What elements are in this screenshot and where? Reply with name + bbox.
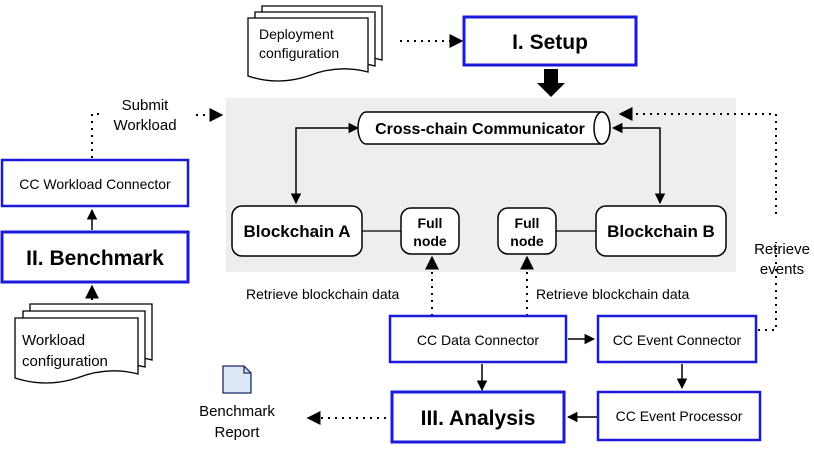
benchmark-box — [0, 230, 190, 284]
full-node-a-line2: node — [413, 233, 447, 249]
data-connector-box — [388, 314, 568, 364]
deployment-config-line1: Deployment — [259, 26, 334, 42]
full-node-a-line1: Full — [418, 215, 443, 231]
full-node-b-line1: Full — [515, 215, 540, 231]
workload-config-line1: Workload — [22, 332, 85, 349]
event-processor-label: CC Event Processor — [616, 408, 743, 424]
workload-config-doc: Workload configuration — [14, 303, 153, 384]
submit-path — [91, 113, 104, 158]
submit-workload-line2: Workload — [113, 117, 176, 134]
full-node-b-line2: node — [510, 233, 544, 249]
workload-connector-label: CC Workload Connector — [19, 176, 171, 192]
comm-blockchain-a-arrow — [290, 122, 360, 205]
setup-down-arrow — [537, 69, 565, 97]
analysis-box — [390, 390, 566, 444]
cc-communicator: Cross-chain Communicator — [357, 111, 611, 145]
cc-communicator-label: Cross-chain Communicator — [375, 121, 585, 138]
event-connector-box — [596, 314, 758, 364]
event-connector-label: CC Event Connector — [613, 332, 742, 348]
event-processor-box — [596, 390, 762, 442]
retrieve-events-line2: events — [760, 261, 804, 278]
benchmark-report-line1: Benchmark — [199, 403, 275, 420]
submit-workload-line1: Submit — [122, 97, 170, 114]
deployment-config-line2: configuration — [259, 45, 339, 61]
retrieve-data-right-label: Retrieve blockchain data — [536, 286, 690, 302]
deployment-config-doc: Deployment configuration — [247, 5, 383, 82]
blockchain-b-label: Blockchain B — [607, 222, 715, 241]
benchmark-report-line2: Report — [214, 424, 260, 441]
workload-connector-box — [0, 158, 190, 208]
data-connector-label: CC Data Connector — [417, 332, 540, 348]
report-doc-icon — [222, 365, 252, 394]
benchmark-label: II. Benchmark — [26, 247, 164, 270]
blockchain-a-label: Blockchain A — [243, 222, 350, 241]
retrieve-data-left-label: Retrieve blockchain data — [246, 286, 400, 302]
analysis-label: III. Analysis — [421, 407, 536, 430]
blockchain-b-box — [595, 205, 727, 257]
workload-config-line2: configuration — [22, 353, 108, 370]
full-node-a-box — [400, 207, 460, 255]
retrieve-events-path-upper — [618, 107, 777, 214]
setup-label: I. Setup — [512, 31, 588, 54]
setup-box — [462, 15, 638, 67]
retrieve-events-line1: Retrieve — [754, 241, 810, 258]
comm-blockchain-b-arrow — [611, 122, 666, 205]
